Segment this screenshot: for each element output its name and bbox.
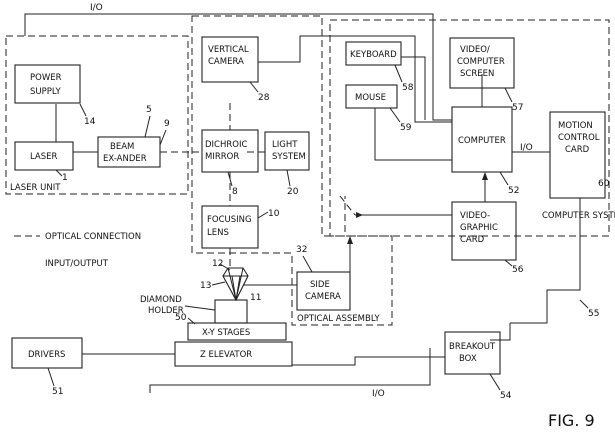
beam-expander-label-2: EX-ANDER — [103, 154, 147, 164]
video-graphic-label-3: CARD — [460, 235, 485, 245]
video-screen-label-3: SCREEN — [460, 69, 494, 79]
video-screen-label-2: COMPUTER — [457, 57, 505, 67]
power-supply-label-2: SUPPLY — [30, 87, 61, 97]
motion-control-label-3: CARD — [565, 145, 590, 155]
motion-control-label-2: CONTROL — [558, 133, 600, 143]
legend: OPTICAL CONNECTION INPUT/OUTPUT — [14, 232, 141, 269]
side-camera-block: SIDE CAMERA — [297, 272, 350, 310]
ref-breakout: 54 — [500, 391, 512, 401]
figure-label: FIG. 9 — [548, 411, 595, 430]
ref-link-55: 55 — [588, 309, 599, 319]
motion-control-block: MOTION CONTROL CARD — [550, 112, 605, 198]
ref-computer: 52 — [508, 186, 519, 196]
light-system-label-2: SYSTEM — [272, 152, 306, 162]
ref-beam-expander: 5 — [146, 105, 152, 115]
xy-stages-label: X-Y STAGES — [202, 328, 250, 338]
breakout-box-block: BREAKOUT BOX — [445, 332, 500, 374]
ref-mouse: 59 — [400, 123, 412, 133]
ref-motion-control: 60 — [598, 179, 610, 189]
ref-light-system: 20 — [287, 187, 299, 197]
light-system-block: LIGHT SYSTEM — [265, 132, 309, 170]
xy-stages-block: X-Y STAGES — [188, 323, 286, 340]
vertical-camera-label-2: CAMERA — [208, 57, 244, 67]
mouse-block: MOUSE — [346, 85, 397, 108]
vertical-camera-label-1: VERTICAL — [208, 45, 249, 55]
side-camera-label-1: SIDE — [310, 280, 330, 290]
video-graphic-label-1: VIDEO- — [460, 211, 490, 221]
drivers-label: DRIVERS — [28, 350, 65, 360]
computer-system-title-1: COMPUTER SYSTEM — [542, 211, 615, 221]
focusing-lens-label-1: FOCUSING — [207, 215, 252, 225]
io-label-bottom: I/O — [372, 389, 385, 399]
ref-focusing-lens: 10 — [268, 209, 280, 219]
diamond-holder-block: DIAMOND HOLDER — [140, 295, 247, 323]
beam-expander-block: BEAM EX-ANDER — [98, 137, 160, 167]
motion-control-label-1: MOTION — [558, 121, 593, 131]
ref-laser: 1 — [62, 173, 68, 183]
z-elevator-block: Z ELEVATOR — [175, 342, 292, 366]
breakout-label-2: BOX — [459, 354, 477, 364]
ref-keyboard: 58 — [402, 83, 414, 93]
ref-diamond-12: 12 — [212, 259, 223, 269]
ref-video-graphic: 56 — [512, 265, 524, 275]
power-supply-block: POWER SUPPLY — [15, 65, 80, 103]
mouse-label: MOUSE — [355, 93, 386, 103]
diamond-holder-label-1: DIAMOND — [140, 295, 182, 305]
drivers-block: DRIVERS — [12, 338, 82, 368]
focusing-lens-label-2: LENS — [207, 228, 229, 238]
dichroic-mirror-label-1: DICHROIC — [205, 140, 247, 150]
keyboard-label: KEYBOARD — [350, 50, 397, 60]
ref-vertical-camera: 28 — [258, 93, 270, 103]
keyboard-block: KEYBOARD — [346, 42, 401, 65]
beam-expander-label-1: BEAM — [110, 142, 134, 152]
ref-video-screen: 57 — [512, 103, 523, 113]
video-graphic-label-2: GRAPHIC — [460, 223, 498, 233]
legend-io-label: INPUT/OUTPUT — [45, 259, 109, 269]
ref-diamond-11: 11 — [250, 293, 261, 303]
breakout-label-1: BREAKOUT — [449, 342, 496, 352]
io-label-computer-motion: I/O — [520, 143, 533, 153]
power-supply-label-1: POWER — [30, 73, 62, 83]
connection-lines — [25, 14, 580, 393]
ref-drivers: 51 — [52, 387, 63, 397]
ref-side-camera: 32 — [296, 245, 307, 255]
dichroic-mirror-label-2: MIRROR — [205, 152, 239, 162]
computer-label: COMPUTER — [458, 136, 506, 146]
light-system-label-1: LIGHT — [272, 140, 298, 150]
ref-beam-expander-b: 9 — [164, 119, 170, 129]
io-label-top: I/O — [90, 3, 103, 13]
ref-diamond-13: 13 — [200, 281, 211, 291]
z-elevator-label: Z ELEVATOR — [200, 350, 252, 360]
ref-dichroic-mirror: 8 — [232, 187, 238, 197]
focusing-lens-block: FOCUSING LENS — [202, 206, 258, 248]
laser-unit-title: LASER UNIT — [10, 183, 61, 193]
ref-xy-stages: 50 — [175, 313, 187, 323]
video-screen-label-1: VIDEO/ — [460, 45, 490, 55]
laser-label: LASER — [30, 152, 58, 162]
ref-power-supply: 14 — [84, 117, 96, 127]
video-graphic-block: VIDEO- GRAPHIC CARD — [452, 202, 516, 260]
diamond-gem-icon — [223, 268, 248, 300]
computer-block: COMPUTER — [452, 107, 512, 172]
laser-block: LASER — [15, 142, 73, 170]
dichroic-mirror-block: DICHROIC MIRROR — [202, 130, 258, 172]
side-camera-label-2: CAMERA — [305, 292, 341, 302]
legend-optical-label: OPTICAL CONNECTION — [45, 232, 141, 242]
vertical-camera-block: VERTICAL CAMERA — [202, 37, 258, 82]
optical-assembly-title: OPTICAL ASSEMBLY — [297, 314, 380, 324]
